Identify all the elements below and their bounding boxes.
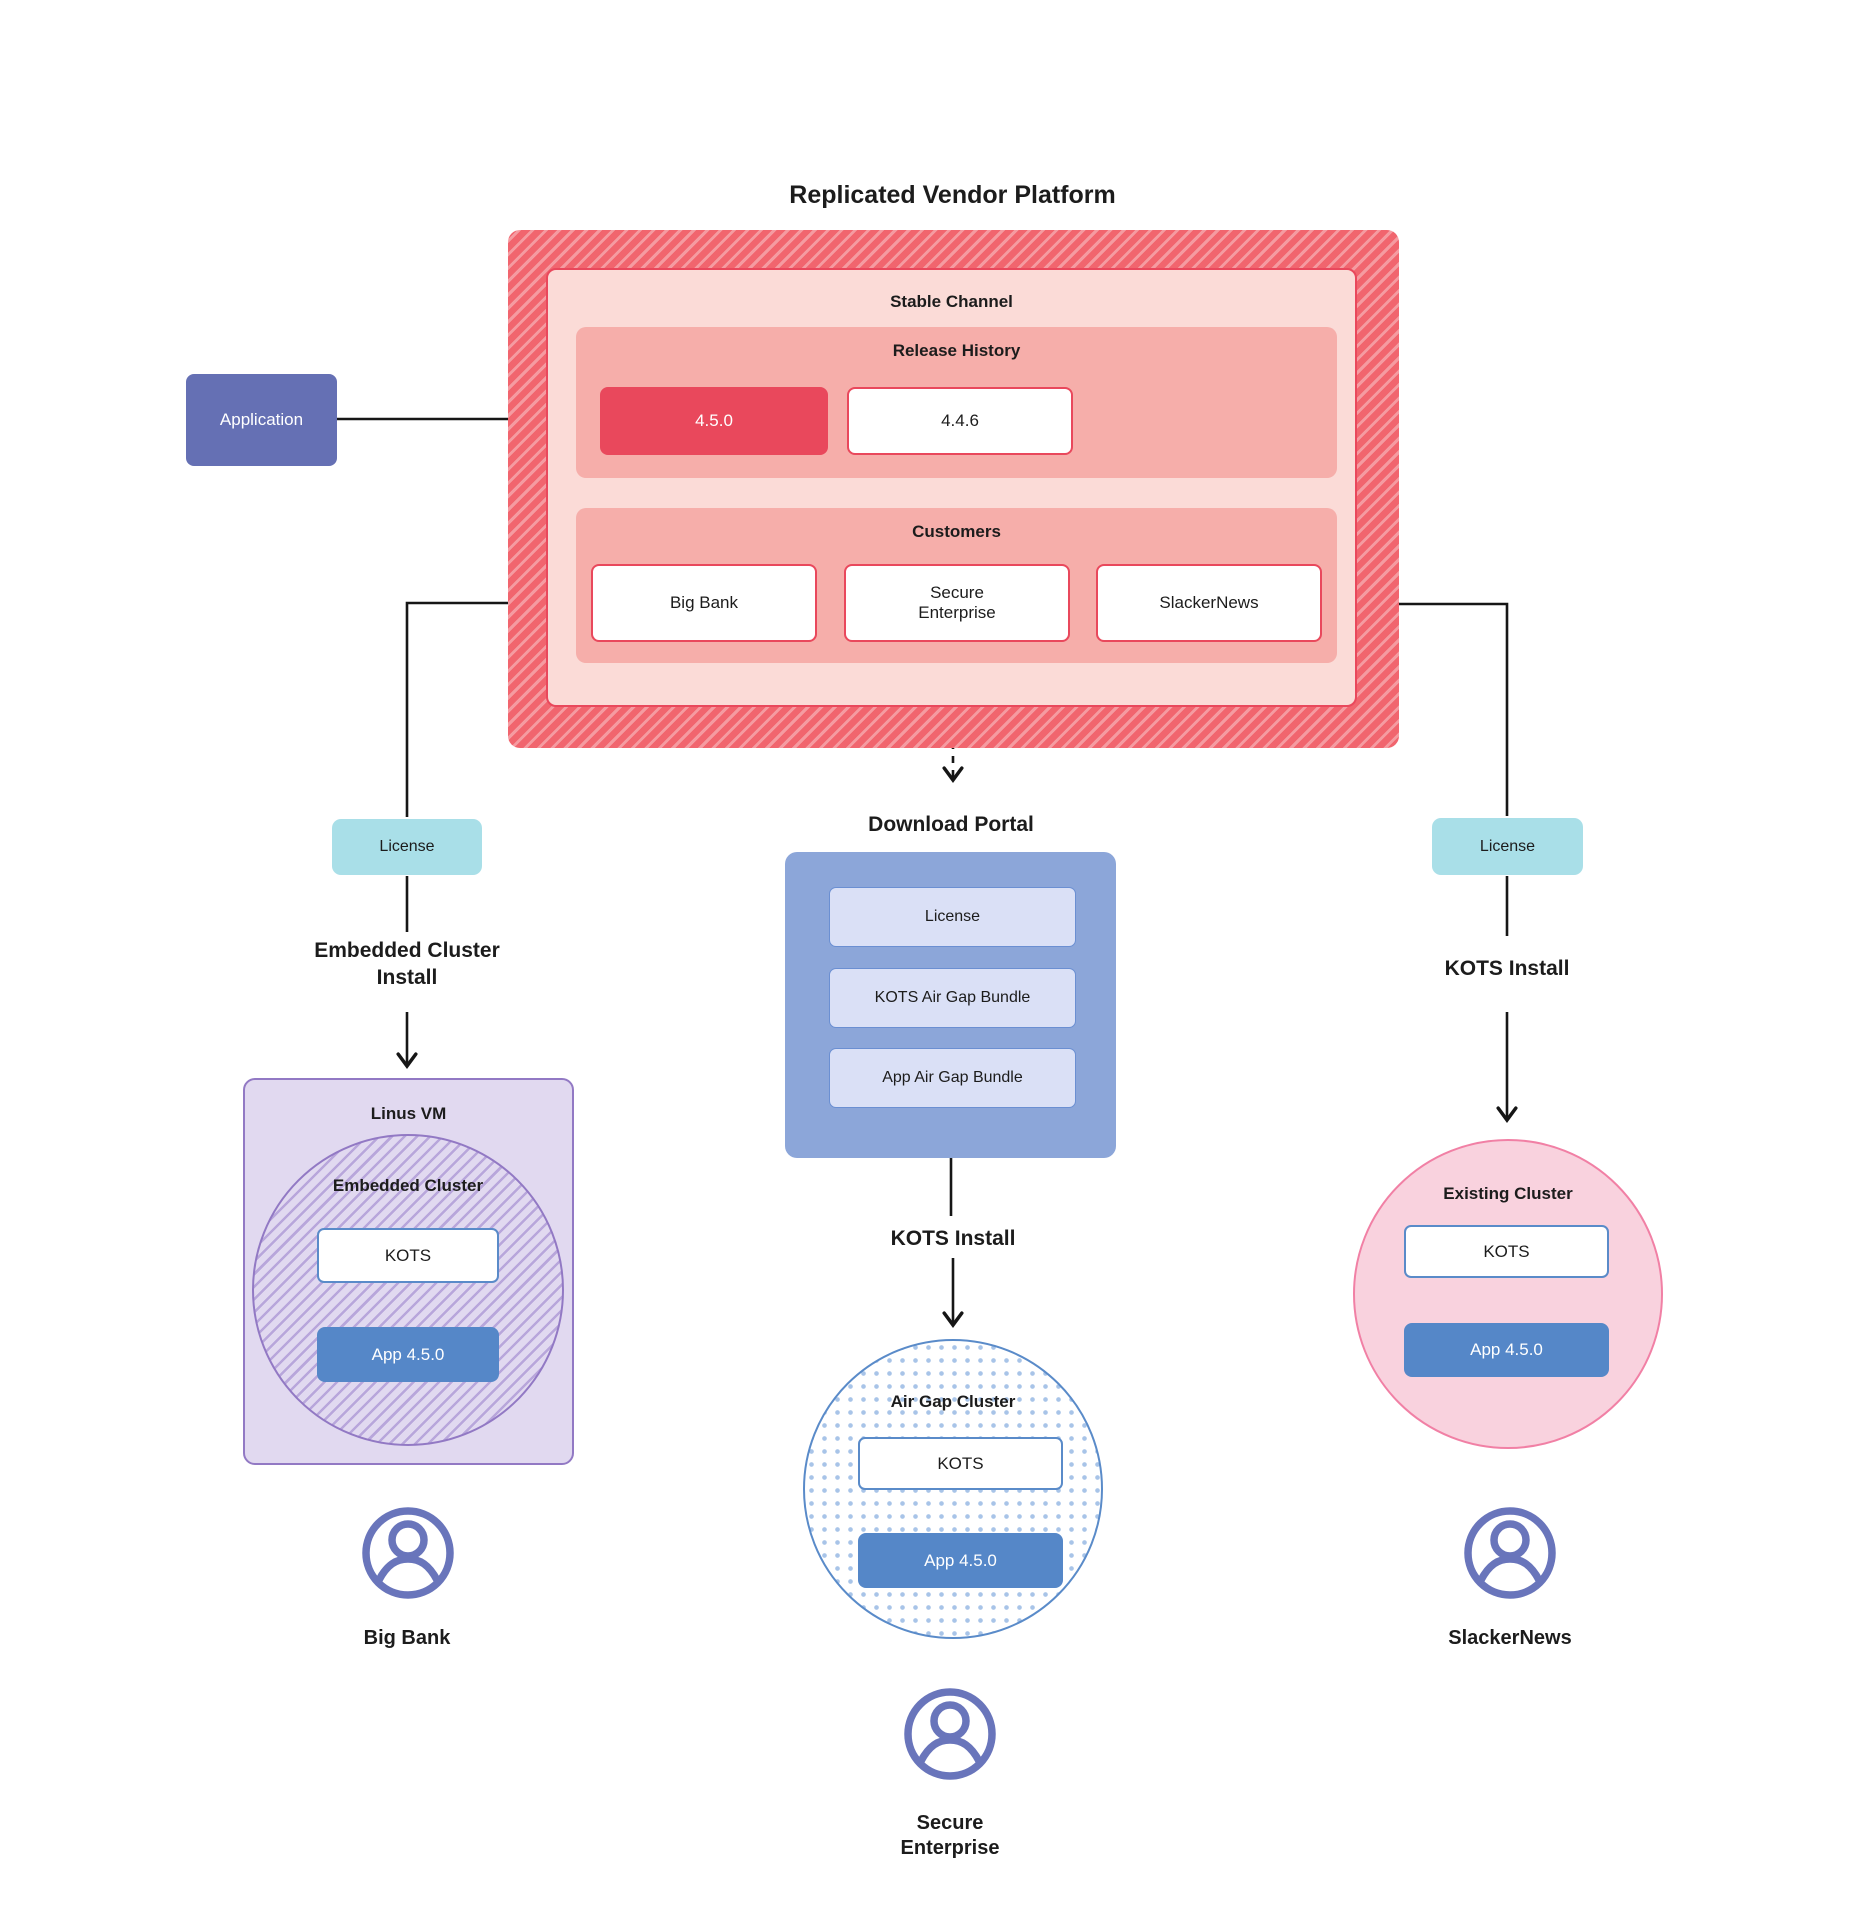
license-chip-left: License — [332, 819, 482, 875]
portal-item-kots-airgap-bundle: KOTS Air Gap Bundle — [829, 968, 1076, 1028]
portal-item-label: KOTS Air Gap Bundle — [874, 989, 1031, 1006]
customer-name: Secure Enterprise — [918, 583, 996, 622]
portal-item-label: App Air Gap Bundle — [882, 1069, 1023, 1086]
customer-name-big-bank: Big Bank — [363, 1627, 451, 1649]
kots-install-label-mid: KOTS Install — [890, 1227, 1016, 1250]
kots-box-right: KOTS — [1404, 1225, 1609, 1278]
stable-channel-label: Stable Channel — [890, 292, 1013, 311]
app-label: App 4.5.0 — [924, 1550, 997, 1570]
license-label: License — [379, 838, 435, 855]
kots-label: KOTS — [384, 1245, 432, 1265]
release-history-label: Release History — [892, 341, 1021, 360]
download-portal-label: Download Portal — [868, 813, 1034, 836]
license-chip-right: License — [1432, 818, 1583, 875]
kots-label: KOTS — [1483, 1241, 1530, 1261]
portal-item-label: License — [924, 908, 981, 925]
app-label: App 4.5.0 — [371, 1344, 445, 1364]
user-icon — [1464, 1507, 1556, 1599]
app-label: App 4.5.0 — [1470, 1340, 1543, 1359]
download-portal-box: License KOTS Air Gap Bundle App Air Gap … — [785, 852, 1116, 1158]
air-gap-cluster-label: Air Gap Cluster — [890, 1392, 1016, 1411]
customer-name-slackernews: SlackerNews — [1448, 1627, 1572, 1649]
kots-box-mid: KOTS — [858, 1437, 1063, 1490]
user-icon — [904, 1688, 996, 1780]
embedded-cluster-install-label: Embedded Cluster Install — [314, 939, 500, 989]
application-node: Application — [186, 374, 337, 466]
kots-install-label-right: KOTS Install — [1444, 957, 1570, 980]
embedded-cluster-circle — [252, 1134, 564, 1446]
release-version-label: 4.4.6 — [941, 411, 979, 430]
app-box-left: App 4.5.0 — [317, 1327, 499, 1382]
customer-name: SlackerNews — [1159, 593, 1259, 612]
existing-cluster-circle — [1353, 1139, 1663, 1449]
release-version-box-previous: 4.4.6 — [847, 387, 1073, 455]
embedded-cluster-label: Embedded Cluster — [332, 1176, 484, 1195]
app-box-right: App 4.5.0 — [1404, 1323, 1609, 1377]
release-version-box-current: 4.5.0 — [600, 387, 828, 455]
linus-vm-label: Linus VM — [370, 1104, 447, 1123]
existing-cluster-label: Existing Cluster — [1443, 1184, 1573, 1203]
diagram-title: Replicated Vendor Platform — [789, 180, 1116, 209]
customer-name-secure-enterprise: Secure Enterprise — [870, 1806, 1030, 1866]
customer-box-slackernews: SlackerNews — [1096, 564, 1322, 642]
portal-item-license: License — [829, 887, 1076, 947]
customer-name: Big Bank — [669, 593, 739, 612]
kots-box-left: KOTS — [317, 1228, 499, 1283]
release-version-label: 4.5.0 — [695, 411, 733, 430]
customer-box-big-bank: Big Bank — [591, 564, 817, 642]
kots-label: KOTS — [937, 1453, 984, 1473]
app-box-mid: App 4.5.0 — [858, 1533, 1063, 1588]
customer-name-text: Secure Enterprise — [900, 1812, 1000, 1859]
customers-label: Customers — [912, 522, 1001, 541]
user-icon — [362, 1507, 454, 1599]
portal-item-app-airgap-bundle: App Air Gap Bundle — [829, 1048, 1076, 1108]
application-label: Application — [219, 410, 304, 429]
customer-box-secure-enterprise: Secure Enterprise — [844, 564, 1070, 642]
license-label: License — [1479, 837, 1536, 855]
